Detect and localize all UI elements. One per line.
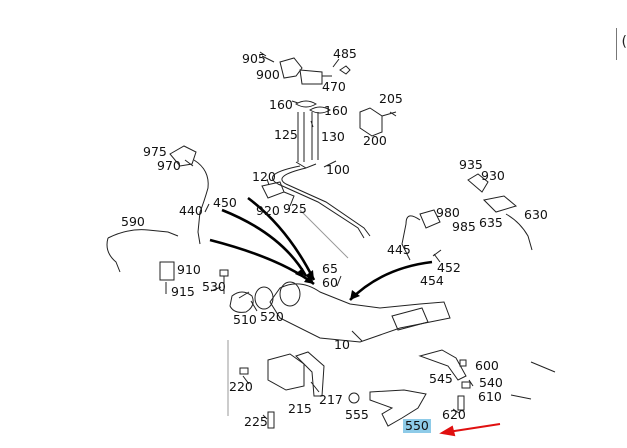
sensor-590 bbox=[106, 229, 179, 273]
label-935[interactable]: 935 bbox=[459, 157, 483, 172]
right-edge-frame bbox=[616, 28, 627, 60]
tube-125 bbox=[297, 112, 319, 162]
sensor-980 bbox=[419, 209, 441, 229]
label-217[interactable]: 217 bbox=[319, 392, 343, 407]
label-470[interactable]: 470 bbox=[322, 79, 346, 94]
label-510[interactable]: 510 bbox=[233, 312, 257, 327]
right-edge-glyph: ( bbox=[621, 34, 627, 50]
label-620[interactable]: 620 bbox=[442, 407, 466, 422]
label-100[interactable]: 100 bbox=[326, 162, 350, 177]
label-160-right[interactable]: 160 bbox=[324, 103, 348, 118]
sensor-900 bbox=[279, 57, 303, 79]
label-440[interactable]: 440 bbox=[179, 203, 203, 218]
label-915[interactable]: 915 bbox=[171, 284, 195, 299]
label-200[interactable]: 200 bbox=[363, 133, 387, 148]
sensor-970 bbox=[169, 145, 197, 167]
label-590[interactable]: 590 bbox=[121, 214, 145, 229]
label-445[interactable]: 445 bbox=[387, 242, 411, 257]
label-635[interactable]: 635 bbox=[479, 215, 503, 230]
label-540[interactable]: 540 bbox=[479, 375, 503, 390]
label-520[interactable]: 520 bbox=[260, 309, 284, 324]
label-555[interactable]: 555 bbox=[345, 407, 369, 422]
nut-555 bbox=[348, 392, 360, 404]
label-205[interactable]: 205 bbox=[379, 91, 403, 106]
mount-550 bbox=[369, 389, 427, 427]
label-120[interactable]: 120 bbox=[252, 169, 276, 184]
bracket-200 bbox=[359, 107, 383, 137]
flange-510 bbox=[229, 291, 254, 313]
label-160-left[interactable]: 160 bbox=[269, 97, 293, 112]
catalytic-converter-10 bbox=[269, 283, 451, 343]
label-454[interactable]: 454 bbox=[420, 273, 444, 288]
label-130[interactable]: 130 bbox=[321, 129, 345, 144]
label-220[interactable]: 220 bbox=[229, 379, 253, 394]
label-920[interactable]: 920 bbox=[256, 203, 280, 218]
label-930[interactable]: 930 bbox=[481, 168, 505, 183]
gasket-630 bbox=[482, 195, 518, 213]
cable-arrow-left bbox=[209, 238, 315, 286]
shield-930 bbox=[467, 173, 489, 193]
label-65[interactable]: 65 bbox=[322, 261, 338, 276]
bolt-530 bbox=[219, 269, 229, 294]
label-452[interactable]: 452 bbox=[437, 260, 461, 275]
mount-215 bbox=[267, 353, 305, 391]
connector-120 bbox=[261, 181, 285, 199]
label-975[interactable]: 975 bbox=[143, 144, 167, 159]
label-910[interactable]: 910 bbox=[177, 262, 201, 277]
bracket-545 bbox=[418, 349, 467, 381]
ring-520 bbox=[254, 286, 274, 310]
label-10[interactable]: 10 bbox=[334, 337, 350, 352]
label-450[interactable]: 450 bbox=[213, 195, 237, 210]
label-215[interactable]: 215 bbox=[288, 401, 312, 416]
label-545[interactable]: 545 bbox=[429, 371, 453, 386]
label-610[interactable]: 610 bbox=[478, 389, 502, 404]
pipe-100 bbox=[272, 165, 365, 239]
label-925[interactable]: 925 bbox=[283, 201, 307, 216]
clamp-160 bbox=[295, 100, 317, 108]
label-980[interactable]: 980 bbox=[436, 205, 460, 220]
label-530[interactable]: 530 bbox=[202, 279, 226, 294]
label-225[interactable]: 225 bbox=[244, 414, 268, 429]
label-550-highlighted[interactable]: 550 bbox=[403, 418, 431, 433]
label-905[interactable]: 905 bbox=[242, 51, 266, 66]
label-970[interactable]: 970 bbox=[157, 158, 181, 173]
highlight-arrow bbox=[447, 423, 501, 433]
label-125[interactable]: 125 bbox=[274, 127, 298, 142]
label-485[interactable]: 485 bbox=[333, 46, 357, 61]
label-600[interactable]: 600 bbox=[475, 358, 499, 373]
bracket-910 bbox=[159, 261, 175, 294]
label-985[interactable]: 985 bbox=[452, 219, 476, 234]
label-630[interactable]: 630 bbox=[524, 207, 548, 222]
label-900[interactable]: 900 bbox=[256, 67, 280, 82]
label-60[interactable]: 60 bbox=[322, 275, 338, 290]
